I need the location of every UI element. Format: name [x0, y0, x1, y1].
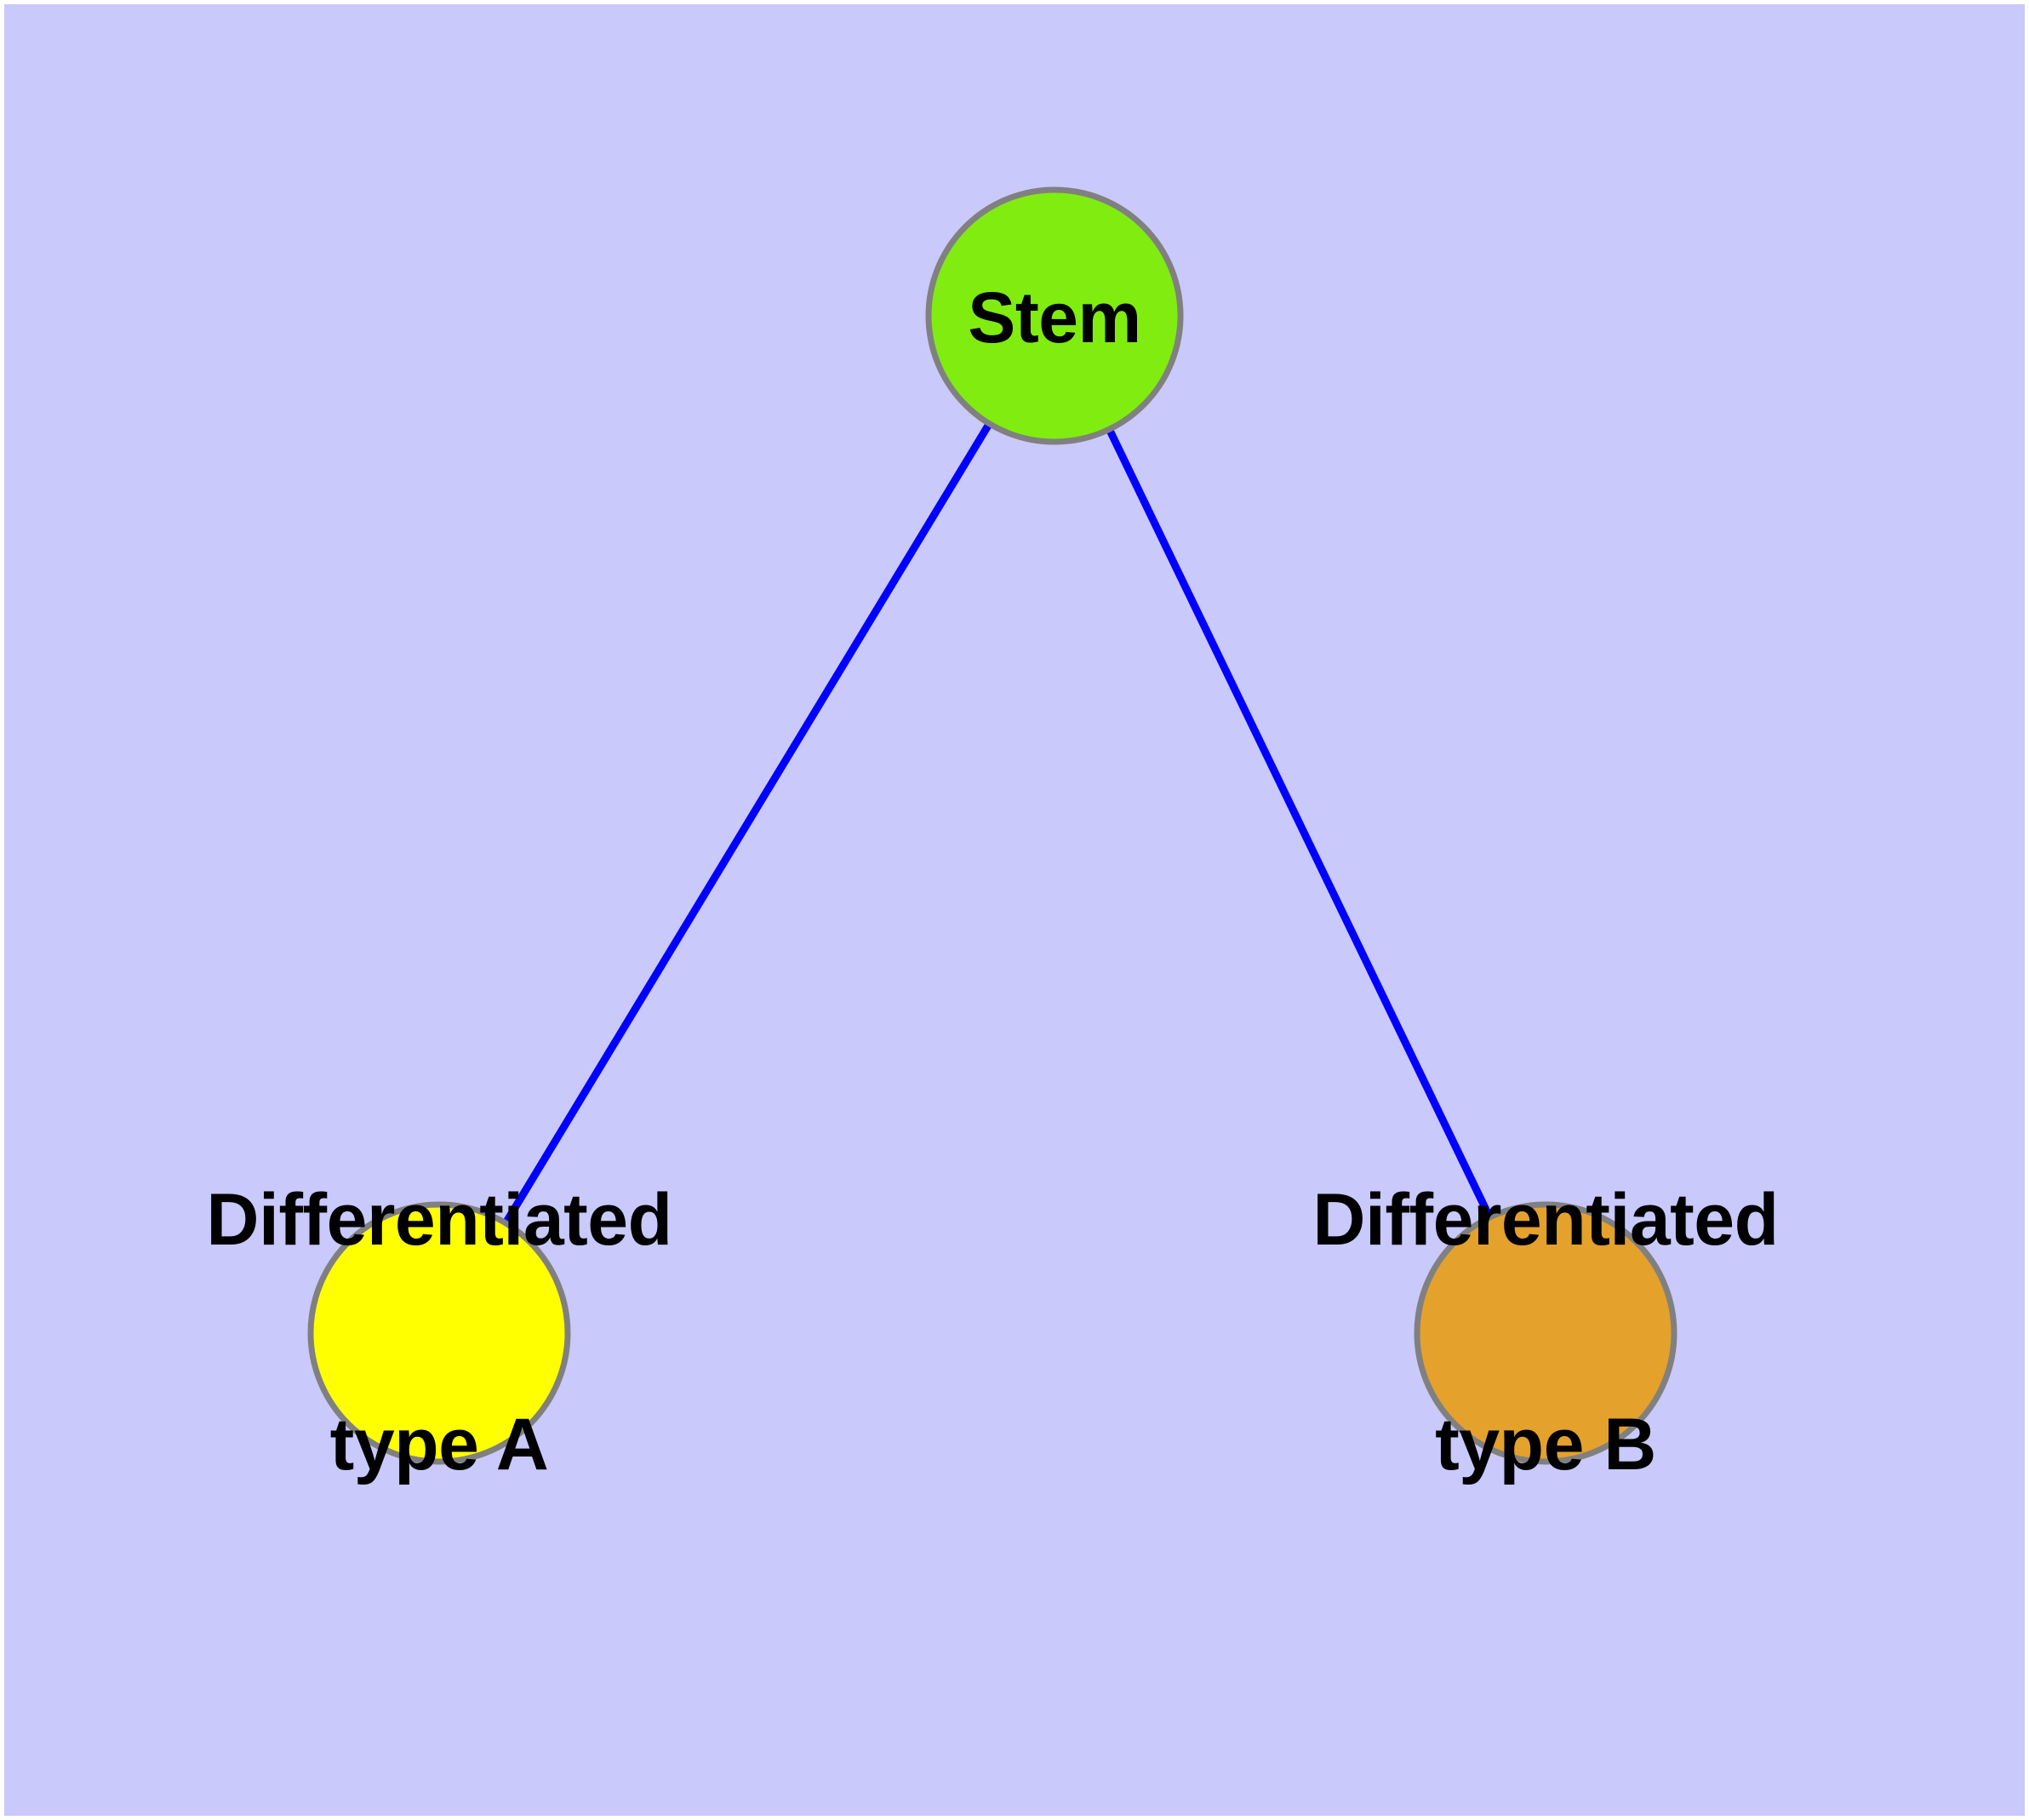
node-stem-circle[interactable] [925, 186, 1184, 445]
edge-stem-to-differentiated-a [503, 423, 992, 1223]
node-layer [307, 186, 1677, 1465]
edge-layer [503, 423, 1493, 1223]
node-differentiated-b-circle[interactable] [1414, 1201, 1677, 1465]
edge-stem-to-differentiated-b [1106, 430, 1493, 1217]
node-differentiated-a-circle[interactable] [307, 1201, 571, 1465]
